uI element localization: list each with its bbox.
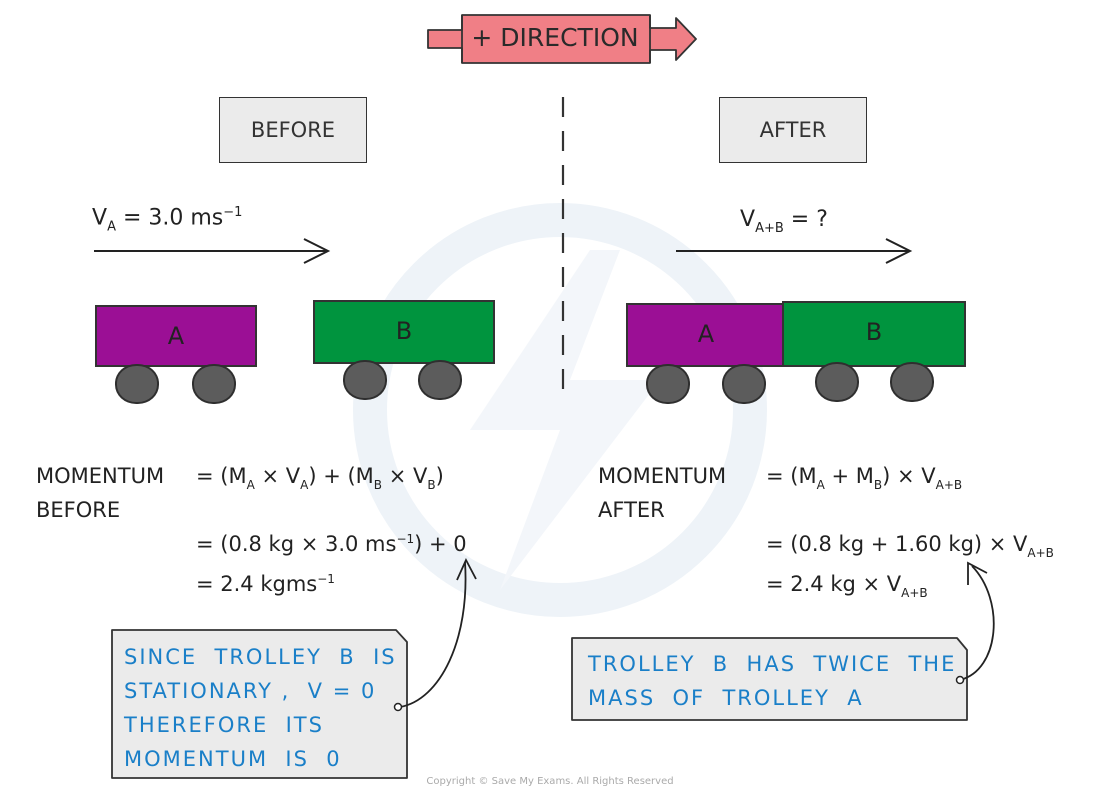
momentum-after-word2: AFTER <box>598 498 665 522</box>
velocity-arrow-before <box>94 238 331 264</box>
momentum-before-word2: BEFORE <box>36 498 121 522</box>
momentum-before-line2: = (0.8 kg × 3.0 ms−1) + 0 <box>196 532 467 556</box>
momentum-before-word: MOMENTUM <box>36 464 165 488</box>
note-after-text: TROLLEY B HAS TWICE THE MASS OF TROLLEY … <box>588 652 957 710</box>
copyright-text: Copyright © Save My Exams. All Rights Re… <box>426 776 674 787</box>
direction-label: + DIRECTION <box>471 23 639 52</box>
trolley-b-before: B <box>313 300 495 364</box>
momentum-after-line2: = (0.8 kg + 1.60 kg) × VA+B <box>766 532 1054 560</box>
note-before-box <box>111 629 408 779</box>
wheel <box>115 364 159 404</box>
before-label: BEFORE <box>219 97 367 163</box>
direction-arrow <box>427 14 697 64</box>
trolley-a-after: A <box>626 303 786 367</box>
velocity-before: VA = 3.0 ms−1 <box>92 205 243 235</box>
wheel <box>722 364 766 404</box>
momentum-after-line1: = (MA + MB) × VA+B <box>766 464 963 492</box>
momentum-after-word: MOMENTUM <box>598 464 727 488</box>
momentum-before-line1: = (MA × VA) + (MB × VB) <box>196 464 444 492</box>
wheel <box>890 362 934 402</box>
wheel <box>343 360 387 400</box>
velocity-arrow-after <box>676 238 913 264</box>
wheel <box>418 360 462 400</box>
after-label: AFTER <box>719 97 867 163</box>
velocity-after: VA+B = ? <box>740 207 828 236</box>
momentum-before-line3: = 2.4 kgms−1 <box>196 572 335 596</box>
trolley-a-before: A <box>95 305 257 367</box>
wheel <box>646 364 690 404</box>
momentum-after-line3: = 2.4 kg × VA+B <box>766 572 928 600</box>
wheel <box>815 362 859 402</box>
divider-line <box>561 97 565 403</box>
note-after-box <box>571 637 968 721</box>
wheel <box>192 364 236 404</box>
note-before-text: SINCE TROLLEY B IS STATIONARY , V = 0 TH… <box>124 645 397 771</box>
trolley-b-after: B <box>782 301 966 367</box>
